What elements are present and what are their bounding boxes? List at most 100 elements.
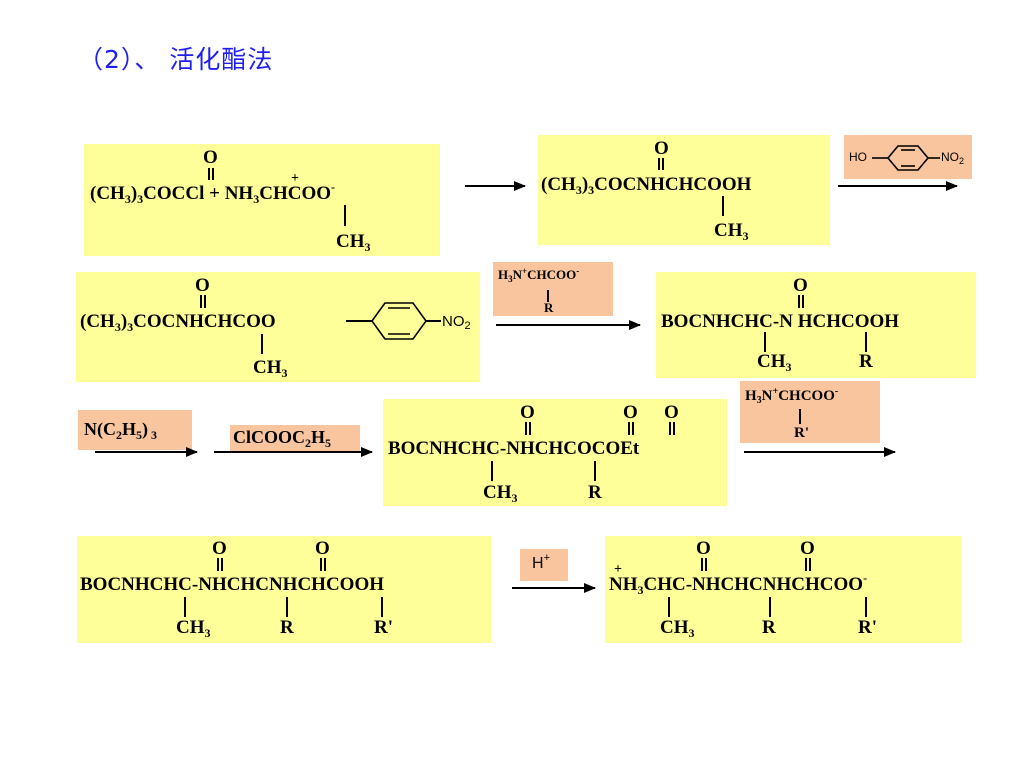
formula-part: H <box>532 555 544 572</box>
formula-part: CH <box>176 617 205 638</box>
side-chain-r: R <box>544 300 554 315</box>
ethyl-chloroformate-formula: ClCOOC2H5 <box>233 427 331 449</box>
formula-part: CH <box>757 351 786 372</box>
reagent-box-triethylamine <box>78 410 192 450</box>
formula-part: H <box>311 427 326 447</box>
product-box-tripeptide <box>605 536 962 643</box>
carbonyl-oxygen: O <box>315 538 330 559</box>
boc-dipeptide-formula: BOCNHCHC-N HCHCOOH <box>661 311 900 332</box>
formula-part: N <box>761 388 773 404</box>
formula-part: N <box>512 267 523 282</box>
formula-part: COCNHCHCOOH <box>594 174 752 195</box>
carbonyl-oxygen: O <box>793 275 808 296</box>
carbonyl-oxygen: O <box>696 538 711 559</box>
subscript: 3 <box>137 192 144 206</box>
subscript: 3 <box>148 428 158 442</box>
reagent-box-acid <box>520 549 568 581</box>
active-ester-formula: (CH3)3COCNHCHCOO <box>80 311 276 334</box>
carbonyl-oxygen: O <box>212 538 227 559</box>
methyl-group: CH3 <box>714 220 749 243</box>
reagent-box-amino-acid-2 <box>740 381 880 443</box>
benzene-ring-reagent <box>872 145 940 171</box>
subscript: 3 <box>364 240 371 254</box>
formula-part: ) <box>581 174 589 195</box>
formula-part: N(C <box>84 419 116 439</box>
side-chain-r: R <box>588 482 602 503</box>
formula-part: CH <box>714 220 743 241</box>
carbonyl-oxygen: O <box>520 402 535 423</box>
subscript: 2 <box>116 428 122 442</box>
formula-part: ) <box>130 183 138 204</box>
methyl-group: CH3 <box>253 357 288 380</box>
formula-part: ) <box>120 311 128 332</box>
product-box-boc-dipeptide <box>656 272 976 378</box>
subscript: 3 <box>281 366 288 380</box>
subscript: 3 <box>756 395 762 406</box>
subscript: 3 <box>575 183 582 197</box>
product-box-mixed-anhydride <box>383 399 727 506</box>
formula-part: CH <box>336 231 365 252</box>
carbonyl-oxygen: O <box>664 402 679 423</box>
amino-acid-formula: H3N+CHCOO- <box>498 266 580 284</box>
formula-part: (CH <box>541 174 576 195</box>
formula-part: H <box>745 388 757 404</box>
subscript: 3 <box>688 626 695 640</box>
subscript: 3 <box>114 320 121 334</box>
formula-part: H <box>498 267 509 282</box>
charge-minus: - <box>576 266 580 276</box>
methyl-group: CH3 <box>336 231 371 254</box>
formula-part: CH <box>483 482 512 503</box>
reagent-box-amino-acid <box>493 262 613 316</box>
subscript: 3 <box>508 274 513 284</box>
subscript: 3 <box>127 320 134 334</box>
reagent-box-p-nitrophenol <box>844 135 972 179</box>
carbonyl-oxygen: O <box>203 147 218 168</box>
subscript: 2 <box>959 156 965 166</box>
side-chain-r-prime: R' <box>858 617 877 638</box>
boc-alanine-formula: (CH3)3COCNHCHCOOH <box>541 174 752 197</box>
charge-plus: + <box>522 266 528 276</box>
product-box-boc-alanine <box>538 135 830 245</box>
benzene-ring-ester <box>371 302 427 340</box>
formula-part: COCCl + NH <box>143 183 254 204</box>
methyl-group: CH3 <box>757 351 792 374</box>
subscript: 3 <box>785 360 792 374</box>
subscript: 2 <box>305 436 311 450</box>
side-chain-r: R <box>762 617 776 638</box>
hydroxyl-label: HO <box>849 150 867 164</box>
formula-part: NH <box>609 574 638 595</box>
amino-acid-formula: H3N+CHCOO- <box>745 386 838 406</box>
subscript: 2 <box>464 320 471 332</box>
charge-plus: + <box>291 171 299 186</box>
charge-plus: + <box>614 562 622 577</box>
formula-part: (CH <box>80 311 115 332</box>
formula-part: COCNHCHCOO <box>133 311 276 332</box>
formula-part: CH <box>253 357 282 378</box>
carbonyl-oxygen: O <box>654 138 669 159</box>
triethylamine-formula: N(C2H5) 3 <box>84 419 157 441</box>
side-chain-r: R <box>280 617 294 638</box>
charge-plus: + <box>772 386 779 397</box>
subscript: 3 <box>511 491 518 505</box>
boc-chloride-and-alanine-formula: (CH3)3COCCl + NH3CHCOO- <box>90 181 335 206</box>
formula-part: CHCOO <box>259 183 331 204</box>
methyl-group: CH3 <box>483 482 518 505</box>
subscript: 3 <box>204 626 211 640</box>
nitro-label: NO2 <box>941 150 965 166</box>
formula-part: CHC-NHCHCNHCHCOO <box>643 574 864 595</box>
formula-part: NO <box>941 150 959 164</box>
side-chain-r-prime: R' <box>794 425 809 441</box>
formula-part: (CH <box>90 183 125 204</box>
subscript: 5 <box>325 436 332 450</box>
subscript: 3 <box>253 192 260 206</box>
reactant-box-boc-tripeptide <box>77 536 491 643</box>
formula-part: NO <box>442 313 465 330</box>
side-chain-r-prime: R' <box>374 617 393 638</box>
formula-part: CH <box>660 617 689 638</box>
charge-minus: - <box>863 571 868 585</box>
boc-tripeptide-formula: BOCNHCHC-NHCHCNHCHCOOH <box>80 574 384 595</box>
subscript: 3 <box>742 229 749 243</box>
formula-part: ClCOOC <box>233 427 305 447</box>
mixed-anhydride-formula: BOCNHCHC-NHCHCOCOEt <box>388 438 640 459</box>
